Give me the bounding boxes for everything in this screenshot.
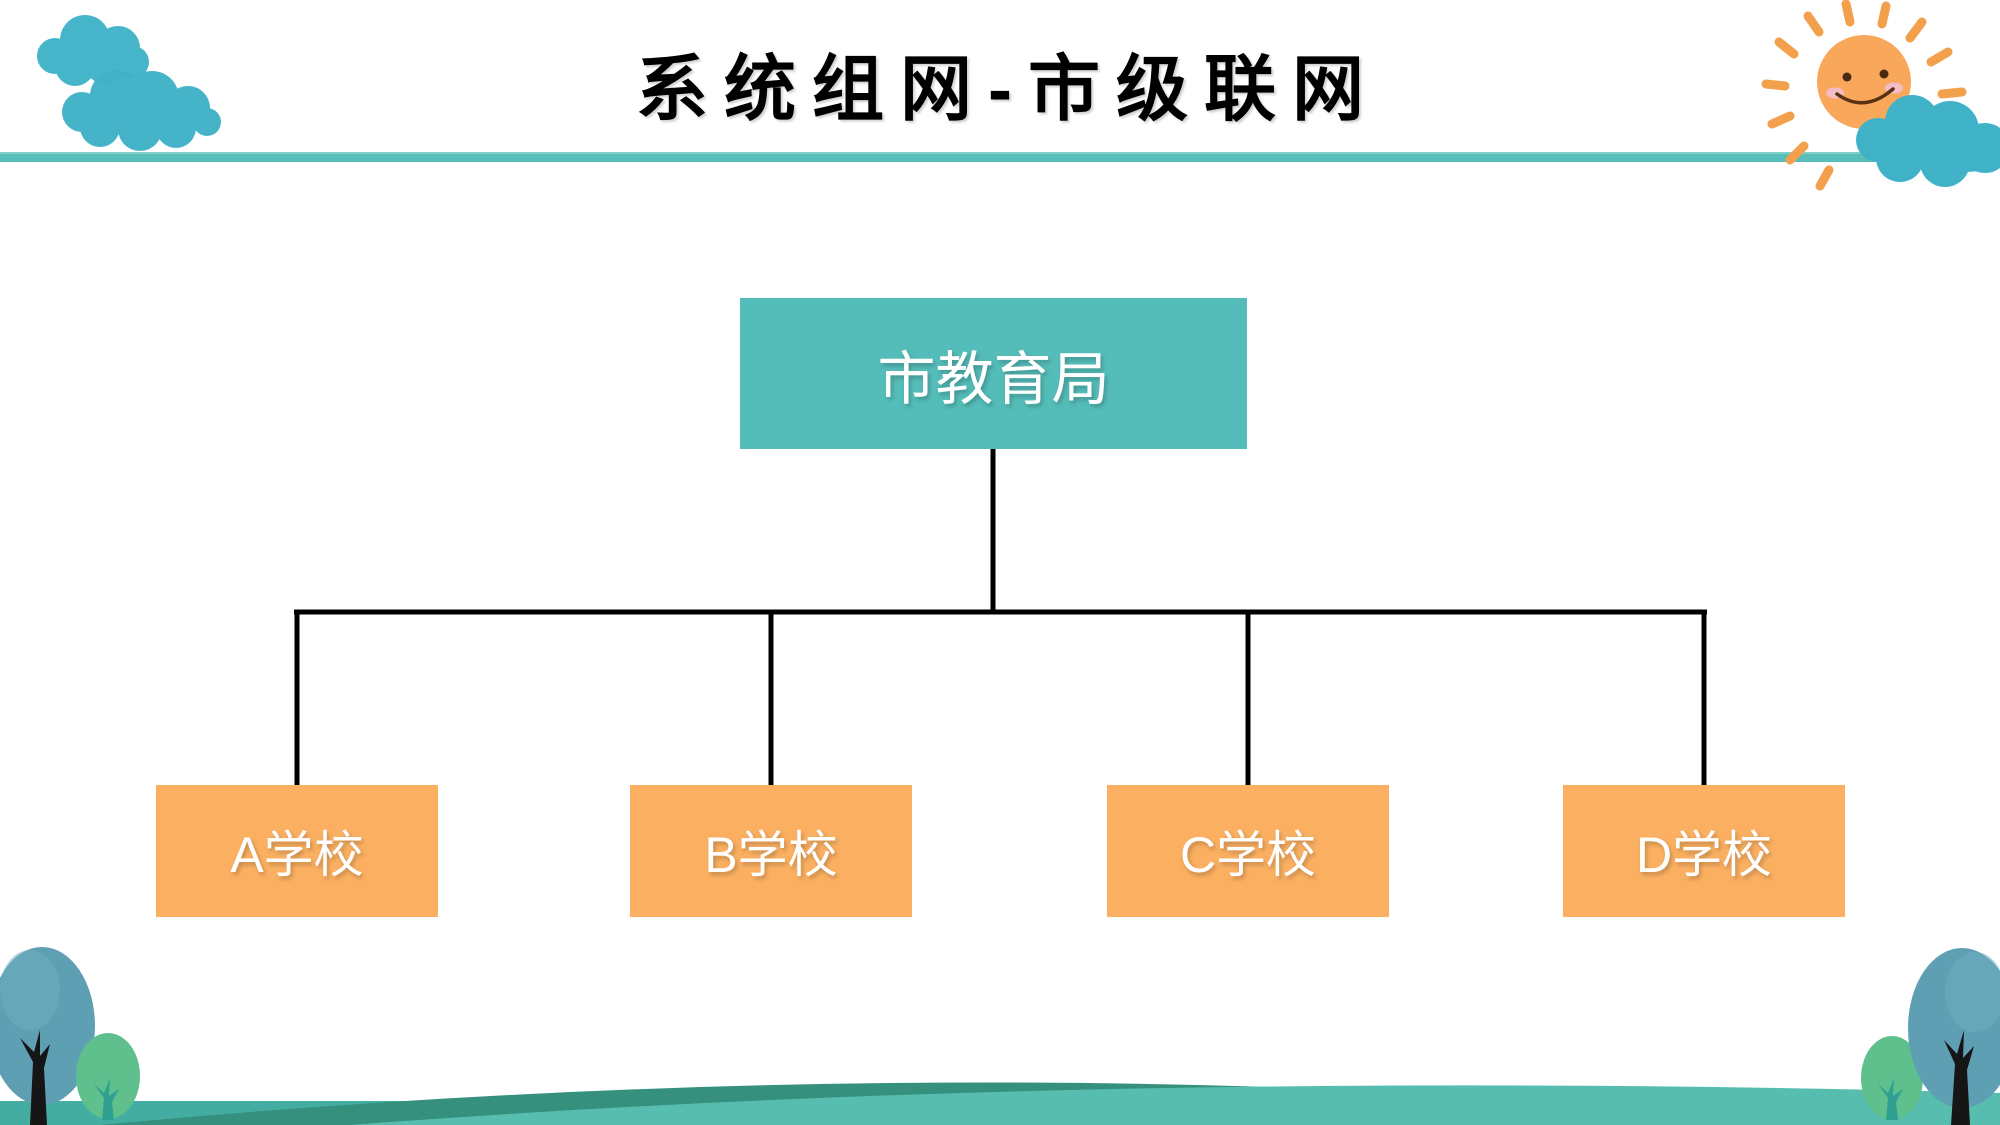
child-node-label: A学校 <box>230 827 364 883</box>
page-title: 系统组网-市级联网 <box>636 50 1380 130</box>
root-node-label: 市教育局 <box>877 346 1110 412</box>
child-node-school-d: D学校 <box>1563 785 1845 917</box>
child-node-school-a: A学校 <box>156 785 438 917</box>
root-node-city-education-bureau: 市教育局 <box>740 298 1247 449</box>
child-node-school-c: C学校 <box>1107 785 1389 917</box>
child-node-label: B学校 <box>704 827 838 883</box>
divider-line <box>0 152 2000 162</box>
child-node-label: D学校 <box>1635 827 1773 883</box>
child-node-label: C学校 <box>1179 827 1317 883</box>
child-node-school-b: B学校 <box>630 785 912 917</box>
